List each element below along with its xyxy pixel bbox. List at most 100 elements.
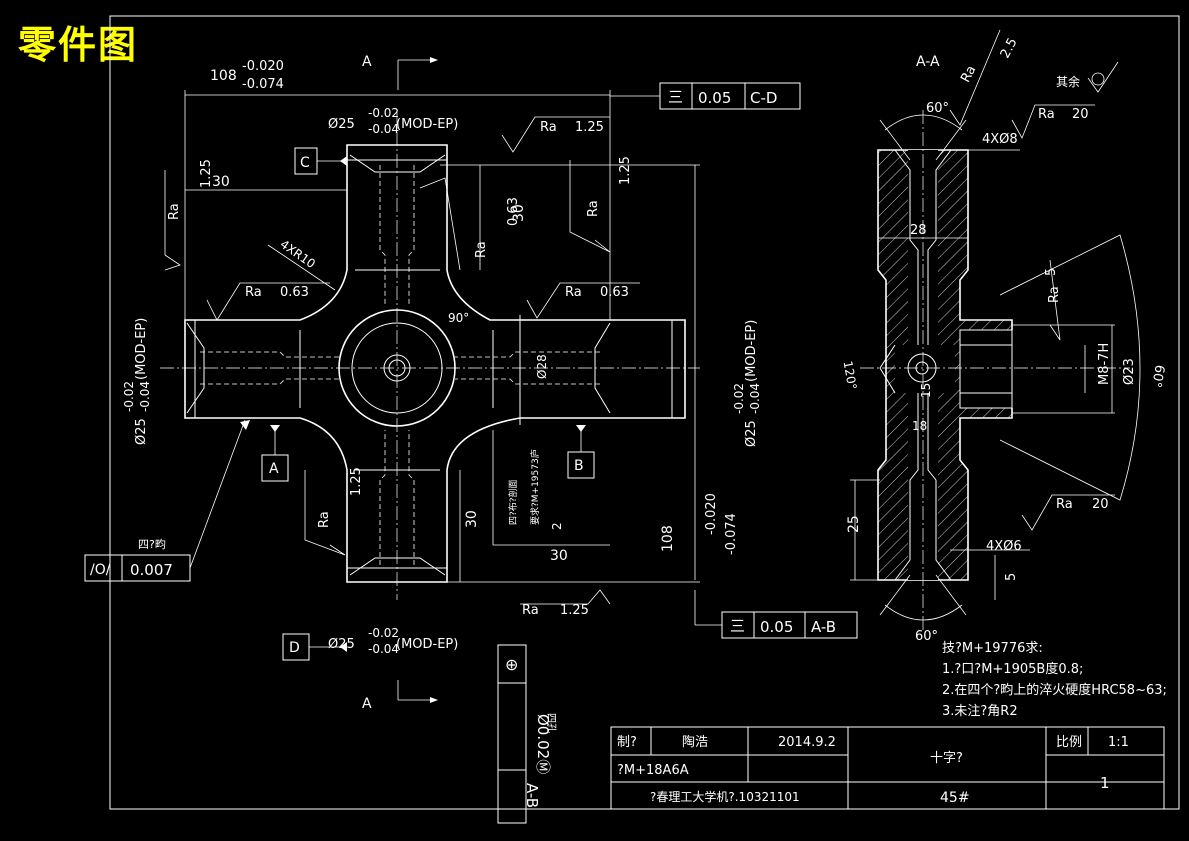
ra-mid-value: 0.63: [506, 197, 521, 226]
ra-063-right-value: 0.63: [600, 285, 629, 300]
dim-arm-bottom-h: 30: [550, 548, 568, 564]
req-item-3: 3.未注?角R2: [942, 704, 1018, 719]
dim-overall-top: 108: [210, 68, 237, 84]
tol-top-symbol: 三: [668, 88, 683, 106]
center-note: 四?布?剖面 要求?M+19573庐: [507, 449, 541, 525]
title-block: 制? 陶浩 2014.9.2 十字? 比例 1:1 ?M+18A6A 1 ?春理…: [610, 726, 1165, 810]
front-view: [160, 110, 700, 600]
ra-bottom-v-prefix: Ra: [317, 511, 332, 528]
ra-bottom-right-prefix: Ra: [522, 603, 539, 618]
tb-drawing-no: ?M+18A6A: [617, 763, 689, 778]
side-hole-bottom: 4XØ6: [986, 539, 1022, 554]
ra-side-25-prefix: Ra: [958, 63, 979, 85]
ra-side-5-prefix: Ra: [1047, 286, 1062, 303]
ra-side-5-value: 5: [1044, 268, 1059, 276]
dim-small-gap: 2: [550, 522, 564, 530]
tb-material: 45#: [940, 790, 970, 806]
technical-requirements: 技?M+19776求: 1.?口?M+1905B度0.8; 2.在四个?畇上的淬…: [942, 641, 1167, 719]
ra-side-20-top-value: 20: [1072, 107, 1089, 122]
dim-fillet: 4XR10: [278, 237, 318, 271]
tol-cyl-symbol: /O/: [90, 562, 111, 578]
side-dim-m8: M8-7H: [1097, 343, 1112, 385]
tb-date: 2014.9.2: [778, 735, 836, 750]
side-dim-120: 120°: [841, 360, 860, 391]
tol-cyl-label: 四?畇: [138, 537, 166, 551]
ra-side-25-value: 2.5: [998, 36, 1021, 61]
dim-angle-center: 90°: [448, 311, 469, 325]
dim-dia-right: Ø25: [744, 420, 759, 447]
ra-right-v-value: 1.25: [618, 156, 633, 185]
tolerance-frames: 三 0.05 C-D 三 0.05 A-B /O/ 0.007 四?畇 ⊕ Ø0…: [84, 82, 858, 824]
dim-dia-bottom-upper: -0.02: [368, 626, 399, 640]
side-dim-15: 15: [919, 383, 933, 398]
dim-overall-top-upper: -0.020: [242, 59, 284, 74]
side-dim-18: 18: [912, 419, 927, 433]
dim-mod-right: (MOD-EP): [744, 320, 759, 382]
tb-label-scale: 比例: [1056, 735, 1082, 750]
dim-arm-top: 30: [511, 204, 527, 222]
dim-mod-bottom: (MOD-EP): [396, 637, 458, 652]
side-roughness: Ra 2.5 Ra 20 其余 Ra 5 Ra 20: [949, 29, 1119, 531]
dim-arm-bottom-v: 30: [464, 510, 480, 528]
tol-top-datum: C-D: [750, 89, 777, 107]
dim-dia-bottom: Ø25: [328, 637, 355, 652]
dim-overall-right-lower: -0.074: [724, 513, 739, 555]
dim-overall-right: 108: [660, 525, 676, 552]
tb-school: ?春理工大学机?.10321101: [650, 789, 800, 804]
req-heading: 技?M+19776求:: [942, 641, 1043, 656]
ra-063-left-prefix: Ra: [245, 285, 262, 300]
tb-sheet: 1: [1100, 774, 1110, 792]
center-note-line2: 要求?M+19573庐: [529, 449, 541, 525]
tol-bottom-datum: A-B: [811, 618, 836, 636]
tb-label-drawn: 制?: [617, 735, 637, 750]
drawing-title: 零件图: [18, 23, 139, 67]
tol-pos-label: 四孔: [545, 713, 557, 733]
req-item-1: 1.?口?M+1905B度0.8;: [942, 661, 1083, 677]
dim-dia-top-upper: -0.02: [368, 106, 399, 120]
tb-scale: 1:1: [1108, 735, 1129, 750]
ra-right-v-prefix: Ra: [586, 200, 601, 217]
side-hole-top: 4XØ8: [982, 132, 1018, 147]
dim-mod-left: (MOD-EP): [134, 318, 149, 380]
section-mark-top: A: [362, 54, 372, 70]
datum-d: D: [289, 640, 300, 656]
side-dim-5: 5: [1004, 573, 1019, 581]
dim-dia-bottom-lower: -0.04: [368, 642, 399, 656]
side-dim-25: 25: [846, 515, 862, 533]
side-view: A-A 60° 60° 4XØ8 4XØ6: [841, 54, 1167, 644]
dim-dia-left-lower: -0.04: [138, 381, 152, 412]
front-dimensions: 108 -0.020 -0.074 30 30 108 -0.020 -0.07…: [122, 59, 762, 656]
dim-arm-left: 30: [212, 174, 230, 190]
dim-center-dia: Ø28: [535, 354, 549, 379]
tol-pos-value: Ø0.02Ⓜ: [534, 714, 552, 774]
side-dim-28: 28: [910, 223, 927, 238]
ra-left-value: 1.25: [199, 159, 214, 188]
ra-side-20-bottom-prefix: Ra: [1056, 497, 1073, 512]
tol-top-value: 0.05: [698, 89, 731, 107]
ra-top-prefix: Ra: [540, 120, 557, 135]
ra-remaining-label: 其余: [1056, 74, 1080, 89]
ra-side-20-top-prefix: Ra: [1038, 107, 1055, 122]
side-dim-60: 60°: [1148, 364, 1167, 389]
datum-b: B: [574, 458, 584, 474]
dim-dia-right-upper: -0.02: [732, 383, 746, 414]
tol-pos-symbol: ⊕: [505, 655, 518, 674]
side-dim-d23: Ø23: [1122, 358, 1137, 385]
dim-dia-right-lower: -0.04: [748, 383, 762, 414]
tol-cyl-value: 0.007: [130, 561, 173, 579]
tol-bottom-value: 0.05: [760, 618, 793, 636]
ra-left-prefix: Ra: [167, 203, 182, 220]
datums: C A B D: [261, 147, 595, 661]
front-roughness: Ra 1.25 Ra 0.63 Ra 1.25 Ra 0.63 Ra 1.25 …: [164, 116, 640, 618]
ra-mid-prefix: Ra: [474, 241, 489, 258]
tol-pos-datum: A-B: [523, 783, 541, 808]
dim-dia-top-lower: -0.04: [368, 122, 399, 136]
side-angle-top: 60°: [926, 101, 949, 116]
dim-overall-top-lower: -0.074: [242, 77, 284, 92]
dim-dia-left-upper: -0.02: [122, 381, 136, 412]
dim-dia-top: Ø25: [328, 117, 355, 132]
center-note-line1: 四?布?剖面: [507, 479, 519, 525]
tb-drawer: 陶浩: [682, 734, 708, 750]
ra-bottom-v-value: 1.25: [349, 467, 364, 496]
tol-bottom-symbol: 三: [730, 617, 745, 635]
